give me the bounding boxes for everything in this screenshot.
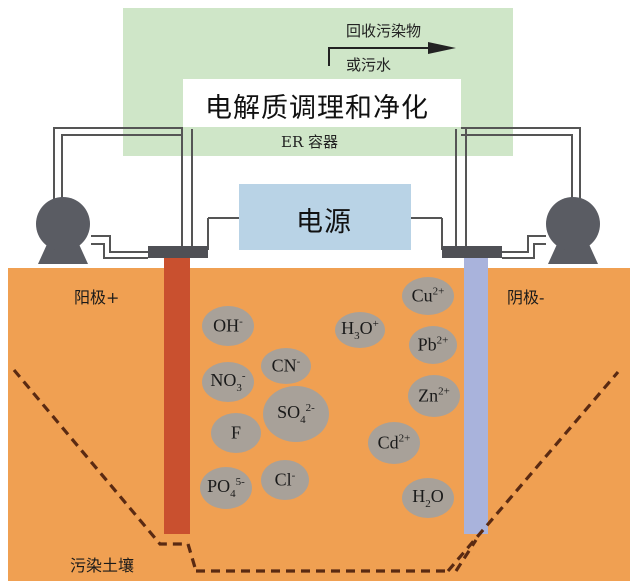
- ion-bubble: [402, 478, 454, 518]
- ion-bubble: [202, 306, 254, 346]
- ion-label: F: [230, 422, 242, 443]
- ion-bubble: [368, 422, 420, 464]
- recover-pollutants-label: 回收污染物: [346, 22, 422, 40]
- power-supply-label: 电源: [296, 207, 352, 238]
- ion-label: NO3-: [210, 370, 246, 394]
- ion-bubble: [263, 386, 329, 442]
- ion-bubble: [211, 413, 261, 453]
- contamination-boundary: [12, 368, 620, 573]
- ion-label: Zn2+: [418, 385, 450, 406]
- ion-label: CN-: [271, 355, 301, 376]
- electrolyte-treatment-label: 电解质调理和净化: [205, 93, 429, 124]
- left-pump-icon: [36, 197, 90, 264]
- ion-bubble: [409, 326, 457, 364]
- ion-label: PO45-: [207, 476, 245, 500]
- ion-label: Cd2+: [377, 432, 411, 453]
- recovery-arrowhead: [428, 42, 456, 54]
- anode-cap: [148, 246, 208, 258]
- ion-label: Cl-: [274, 469, 296, 490]
- ion-label: OH-: [213, 315, 243, 336]
- pipes-and-wires: [53, 127, 581, 259]
- or-wastewater-label: 或污水: [346, 56, 392, 74]
- ion-label: SO42-: [277, 402, 315, 426]
- ion-label: Cu2+: [411, 285, 445, 306]
- ion-bubble: [261, 348, 311, 384]
- anode-electrode: [164, 258, 190, 534]
- power-supply: [239, 184, 411, 250]
- ion-label: Pb2+: [417, 334, 449, 355]
- contamination-boundary-middle: [186, 539, 478, 572]
- right-pump-icon: [546, 197, 600, 264]
- ion-bubble: [202, 362, 254, 402]
- process-box: [183, 79, 461, 127]
- recovery-arrow: [328, 47, 432, 66]
- ion-bubble: [261, 460, 309, 500]
- er-container-label: ER 容器: [281, 133, 339, 151]
- anode-label: 阳极+: [74, 288, 120, 307]
- ion-bubble: [402, 277, 454, 315]
- cathode-electrode: [464, 258, 488, 534]
- cathode-cap: [442, 246, 502, 258]
- cathode-label: 阴极-: [507, 288, 545, 307]
- contaminated-soil-label: 污染土壤: [70, 556, 135, 575]
- ion-label: H2O: [412, 486, 444, 510]
- ion-bubble: [200, 467, 252, 509]
- ion-label: H3O+: [341, 318, 379, 342]
- ion-bubble: [408, 375, 460, 417]
- ion-bubble: [335, 312, 385, 348]
- ion-bubbles: [200, 277, 460, 518]
